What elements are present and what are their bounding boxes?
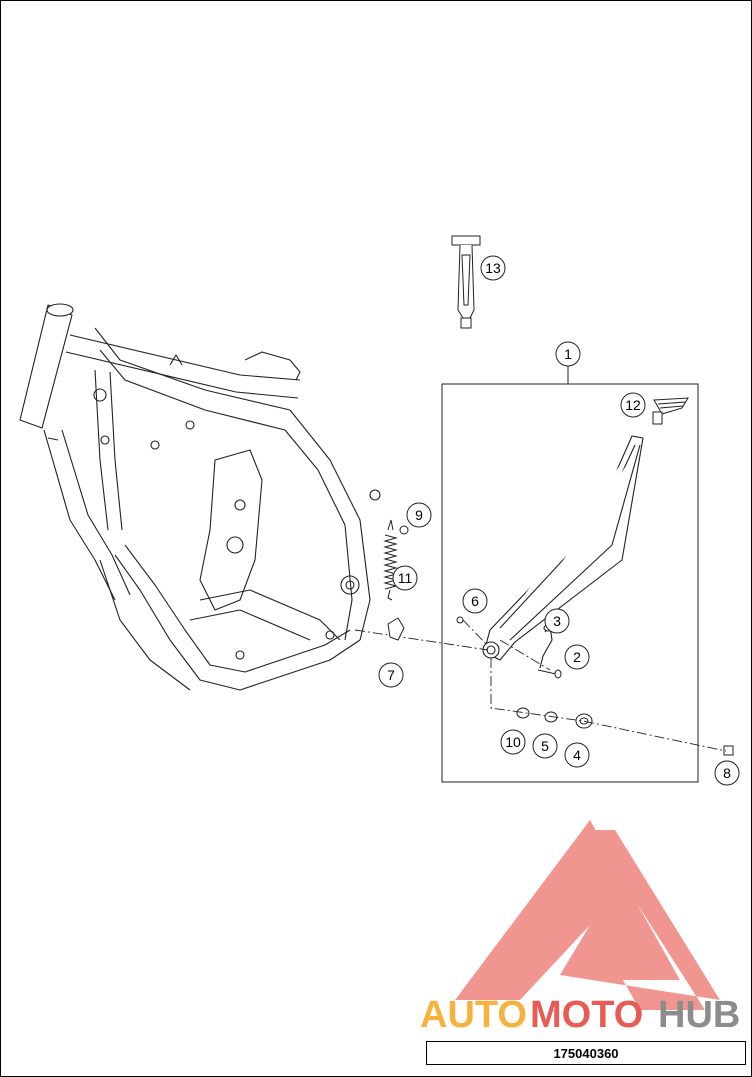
callout-number: 13 bbox=[485, 260, 501, 276]
part-11-spring bbox=[383, 519, 398, 601]
callout-number: 8 bbox=[723, 765, 731, 781]
callout-3: 3 bbox=[544, 608, 570, 634]
callout-number: 6 bbox=[471, 593, 479, 609]
side-stand-assembly-box bbox=[441, 383, 699, 783]
callout-circle bbox=[406, 502, 432, 528]
part-4-bushing bbox=[575, 713, 593, 729]
part-10-washer bbox=[516, 707, 530, 719]
part-8-bolt bbox=[723, 745, 734, 756]
callout-circle bbox=[620, 392, 646, 418]
callout-number: 2 bbox=[573, 649, 581, 665]
part-9-bolt bbox=[399, 525, 409, 535]
document-number: 175040360 bbox=[553, 1045, 619, 1061]
brand-hub: HUB bbox=[658, 994, 740, 1036]
callout-8: 8 bbox=[714, 760, 740, 786]
callout-circle bbox=[480, 255, 506, 281]
callout-number: 3 bbox=[553, 613, 561, 629]
callout-7: 7 bbox=[378, 662, 404, 688]
callout-number: 1 bbox=[564, 346, 572, 362]
callout-number: 9 bbox=[415, 507, 423, 523]
callout-number: 11 bbox=[398, 570, 413, 586]
automotohub-wordmark: AUTO MOTO HUB bbox=[420, 994, 740, 1036]
callout-2: 2 bbox=[564, 644, 590, 670]
motorcycle-frame bbox=[19, 303, 381, 691]
automotohub-logo-icon bbox=[455, 820, 720, 1010]
callout-6: 6 bbox=[462, 588, 488, 614]
callout-circle bbox=[392, 565, 418, 591]
document-number-box: 175040360 bbox=[426, 1041, 746, 1065]
brand-auto: AUTO bbox=[420, 994, 527, 1036]
part-12-rubber-foot bbox=[652, 397, 689, 425]
callout-circle bbox=[555, 341, 581, 367]
part-6-screw bbox=[456, 616, 464, 624]
callout-12: 12 bbox=[620, 392, 646, 418]
callout-circle bbox=[378, 662, 404, 688]
callout-circle bbox=[564, 644, 590, 670]
callout-circle bbox=[564, 742, 590, 768]
callout-circle bbox=[714, 760, 740, 786]
brand-moto: MOTO bbox=[530, 994, 643, 1036]
callout-1: 1 bbox=[555, 341, 581, 367]
callout-13: 13 bbox=[480, 255, 506, 281]
callout-number: 4 bbox=[573, 747, 581, 763]
callout-number: 7 bbox=[387, 667, 395, 683]
callout-5: 5 bbox=[532, 733, 558, 759]
callout-4: 4 bbox=[564, 742, 590, 768]
callout-circle bbox=[462, 588, 488, 614]
part-7-bracket bbox=[387, 617, 405, 641]
callout-9: 9 bbox=[406, 502, 432, 528]
callout-circle bbox=[500, 729, 526, 755]
side-stand-leg bbox=[482, 435, 644, 661]
assembly-lines bbox=[354, 619, 727, 752]
callout-number: 10 bbox=[505, 734, 521, 750]
callout-circle bbox=[532, 733, 558, 759]
callout-10: 10 bbox=[500, 729, 526, 755]
callout-circle bbox=[544, 608, 570, 634]
callout-number: 5 bbox=[541, 738, 549, 754]
part-13-tool bbox=[451, 235, 481, 329]
part-2-screw bbox=[537, 669, 562, 679]
callout-11: 11 bbox=[392, 565, 418, 591]
callout-number: 12 bbox=[625, 397, 641, 413]
